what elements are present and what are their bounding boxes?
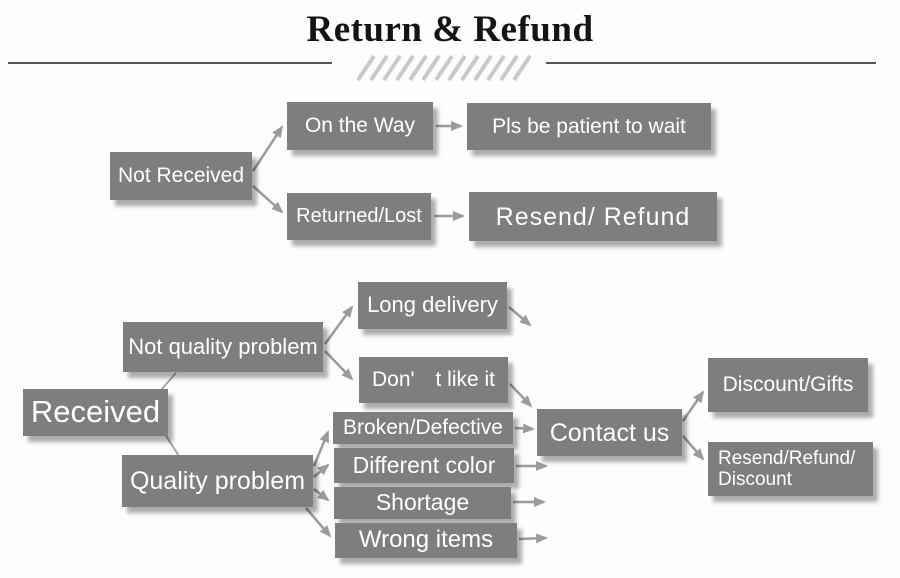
node-dont-like-it: Don' t like it (359, 357, 508, 403)
node-quality-problem: Quality problem (122, 455, 313, 507)
node-returned-lost: Returned/Lost (287, 193, 431, 240)
page-title: Return & Refund (306, 9, 594, 50)
divider-line-right (546, 62, 876, 64)
node-on-the-way: On the Way (287, 102, 433, 150)
node-long-delivery: Long delivery (358, 282, 507, 329)
node-contact-us: Contact us (537, 409, 682, 456)
node-discount-gifts: Discount/Gifts (708, 358, 868, 412)
node-not-quality-problem: Not quality problem (123, 322, 323, 372)
node-resend-refund: Resend/ Refund (469, 192, 717, 241)
node-received: Received (23, 389, 168, 436)
hatch-marks (356, 54, 532, 82)
node-different-color: Different color (334, 448, 514, 483)
divider-line-left (8, 62, 332, 64)
node-not-received: Not Received (110, 152, 252, 200)
node-pls-be-patient: Pls be patient to wait (467, 103, 711, 150)
node-wrong-items: Wrong items (335, 523, 517, 558)
node-broken-defective: Broken/Defective (333, 412, 513, 444)
node-shortage: Shortage (334, 487, 511, 519)
node-resend-refund-discount: Resend/Refund/ Discount (708, 442, 873, 496)
